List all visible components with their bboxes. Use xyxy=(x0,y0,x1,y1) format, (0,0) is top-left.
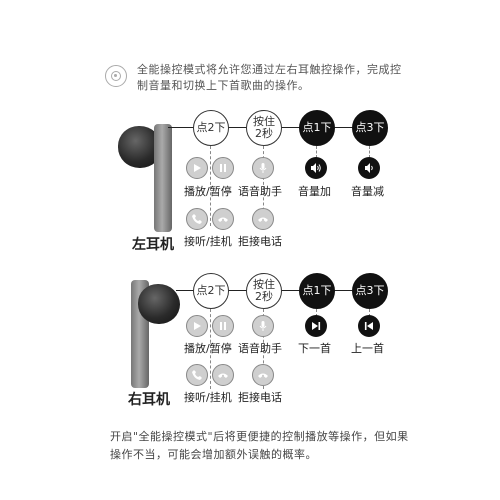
left-ear-label: 左耳机 xyxy=(132,237,174,253)
play-icon xyxy=(186,157,208,179)
right-action-hold-2s: 按住 2秒 xyxy=(246,273,282,309)
right-action-double-tap: 点2下 xyxy=(193,273,229,309)
label-previous-track: 上一首 xyxy=(351,342,384,355)
microphone-icon xyxy=(252,315,274,337)
touch-icon xyxy=(105,65,127,87)
label-volume-up: 音量加 xyxy=(298,185,331,198)
right-dash-1 xyxy=(210,309,211,389)
answer-call-icon xyxy=(186,364,208,386)
label-volume-down: 音量减 xyxy=(351,185,384,198)
right-dash-4 xyxy=(369,309,370,317)
left-dash-2 xyxy=(263,146,264,226)
hang-up-icon xyxy=(212,364,234,386)
left-dash-3 xyxy=(316,146,317,158)
left-action-single-tap: 点1下 xyxy=(299,110,335,146)
intro-text: 全能操控模式将允许您通过左右耳触控操作，完成控制音量和切换上下首歌曲的操作。 xyxy=(137,63,402,92)
volume-up-icon xyxy=(305,157,327,179)
hang-up-icon xyxy=(212,208,234,230)
pause-icon xyxy=(212,315,234,337)
right-ear-label: 右耳机 xyxy=(128,392,170,408)
label-play-pause: 播放/暂停 xyxy=(184,185,232,198)
outro-text: 开启"全能操控模式"后将更便捷的控制播放等操作，但如果操作不当，可能会增加额外误… xyxy=(110,430,409,461)
label-reject-call: 拒接电话 xyxy=(238,391,282,404)
volume-down-icon xyxy=(358,157,380,179)
left-action-triple-tap: 点3下 xyxy=(352,110,388,146)
right-action-single-tap: 点1下 xyxy=(299,273,335,309)
reject-call-icon xyxy=(252,364,274,386)
pause-icon xyxy=(212,157,234,179)
left-earbud-stem-image xyxy=(154,124,172,232)
reject-call-icon xyxy=(252,208,274,230)
intro: 全能操控模式将允许您通过左右耳触控操作，完成控制音量和切换上下首歌曲的操作。 xyxy=(105,62,405,94)
label-next-track: 下一首 xyxy=(298,342,331,355)
label-voice-assistant: 语音助手 xyxy=(238,342,282,355)
label-voice-assistant: 语音助手 xyxy=(238,185,282,198)
left-dash-1 xyxy=(210,146,211,226)
answer-call-icon xyxy=(186,208,208,230)
label-answer-hangup: 接听/挂机 xyxy=(184,391,232,404)
left-action-hold-2s: 按住 2秒 xyxy=(246,110,282,146)
right-earbud-head-image xyxy=(138,284,180,324)
left-action-double-tap: 点2下 xyxy=(193,110,229,146)
label-answer-hangup: 接听/挂机 xyxy=(184,235,232,248)
play-icon xyxy=(186,315,208,337)
microphone-icon xyxy=(252,157,274,179)
left-dash-4 xyxy=(369,146,370,158)
next-track-icon xyxy=(305,315,327,337)
right-dash-2 xyxy=(263,309,264,389)
previous-track-icon xyxy=(358,315,380,337)
right-action-triple-tap: 点3下 xyxy=(352,273,388,309)
label-play-pause: 播放/暂停 xyxy=(184,342,232,355)
right-dash-3 xyxy=(316,309,317,317)
label-reject-call: 拒接电话 xyxy=(238,235,282,248)
